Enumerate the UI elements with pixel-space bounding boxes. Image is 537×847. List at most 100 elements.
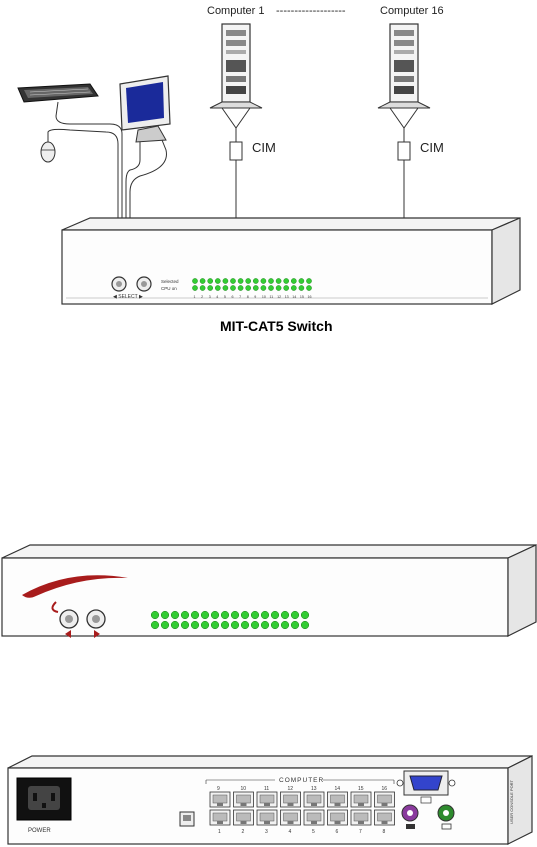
- front-led-r2-3: [208, 285, 213, 290]
- front-led-r1-6: [230, 278, 235, 283]
- front-port-number: 2: [201, 295, 203, 299]
- kvm-switch-front-view: [62, 218, 520, 304]
- computer-port-number-bottom: 8: [383, 829, 386, 835]
- computer-16-label: Computer 16: [380, 5, 444, 17]
- computer-port-number-top: 10: [241, 786, 247, 792]
- computer-port-number-top: 9: [217, 786, 220, 792]
- front-port-number: 7: [239, 295, 241, 299]
- front-port-number: 6: [232, 295, 234, 299]
- computer-port-r2-1: [210, 810, 230, 825]
- panel-led-r2-11: [251, 621, 259, 629]
- front-led-r1-1: [192, 278, 197, 283]
- front-led-r2-11: [268, 285, 273, 290]
- computer-port-r1-8: [375, 792, 395, 807]
- panel-led-r2-4: [181, 621, 189, 629]
- front-led-r1-2: [200, 278, 205, 283]
- front-port-number: 14: [292, 295, 296, 299]
- computer-16-tower-icon: [378, 24, 430, 142]
- computer-1-label: Computer 1: [207, 5, 264, 17]
- panel-select-right-inner: [92, 615, 100, 623]
- panel-led-r1-11: [251, 611, 259, 619]
- computer-port-r1-7: [351, 792, 371, 807]
- front-led-r2-12: [276, 285, 281, 290]
- computer-port-number-top: 14: [335, 786, 341, 792]
- kvm-switch-front-panel: [2, 545, 536, 636]
- front-port-number: 15: [300, 295, 304, 299]
- front-led-r1-16: [306, 278, 311, 283]
- monitor-icon: [120, 76, 170, 142]
- front-port-number: 11: [270, 295, 274, 299]
- computer-port-r2-2: [234, 810, 254, 825]
- cim-1-label: CIM: [252, 140, 276, 155]
- computer-header-label: COMPUTER: [279, 777, 324, 784]
- panel-led-r2-2: [161, 621, 169, 629]
- front-led-r2-16: [306, 285, 311, 290]
- computer-port-number-bottom: 2: [242, 829, 245, 835]
- front-led-r2-15: [299, 285, 304, 290]
- panel-led-r1-7: [211, 611, 219, 619]
- panel-led-r2-8: [221, 621, 229, 629]
- panel-led-r2-9: [231, 621, 239, 629]
- switch-title: MIT-CAT5 Switch: [220, 318, 333, 334]
- panel-led-r2-5: [191, 621, 199, 629]
- front-port-number: 9: [254, 295, 256, 299]
- cim-16-label: CIM: [420, 140, 444, 155]
- front-led-r1-12: [276, 278, 281, 283]
- computer-port-number-bottom: 6: [336, 829, 339, 835]
- front-port-number: 3: [209, 295, 211, 299]
- front-led-r2-8: [246, 285, 251, 290]
- front-led-r2-14: [291, 285, 296, 290]
- front-led-r2-7: [238, 285, 243, 290]
- front-led-r1-7: [238, 278, 243, 283]
- computer-port-r2-4: [281, 810, 301, 825]
- front-led-r1-3: [208, 278, 213, 283]
- front-port-number: 16: [308, 295, 312, 299]
- front-led-r1-15: [299, 278, 304, 283]
- front-select-left-inner: [116, 281, 122, 287]
- front-port-number: 13: [285, 295, 289, 299]
- power-label: POWER: [28, 828, 51, 834]
- rear-side-label: USER CONSOLE PORT: [509, 780, 514, 824]
- panel-led-r1-8: [221, 611, 229, 619]
- panel-led-r1-9: [231, 611, 239, 619]
- computer-port-number-bottom: 3: [265, 829, 268, 835]
- front-led-r2-9: [253, 285, 258, 290]
- computer-port-r2-7: [351, 810, 371, 825]
- computer-port-r2-3: [257, 810, 277, 825]
- computer-port-r1-1: [210, 792, 230, 807]
- panel-led-r2-15: [291, 621, 299, 629]
- panel-led-r2-7: [211, 621, 219, 629]
- keyboard-icon: [18, 84, 98, 102]
- indicator-label-cpu-on: CPU on: [161, 286, 177, 291]
- panel-led-r1-14: [281, 611, 289, 619]
- front-led-r1-9: [253, 278, 258, 283]
- front-led-r2-4: [215, 285, 220, 290]
- computer-port-number-top: 16: [382, 786, 388, 792]
- panel-led-r2-12: [261, 621, 269, 629]
- network-port-icon: [180, 812, 194, 826]
- panel-led-r2-14: [281, 621, 289, 629]
- panel-led-r1-3: [171, 611, 179, 619]
- computer-port-number-bottom: 4: [289, 829, 292, 835]
- panel-led-r1-12: [261, 611, 269, 619]
- panel-led-r1-16: [301, 611, 309, 619]
- computer-port-r1-3: [257, 792, 277, 807]
- panel-led-r1-4: [181, 611, 189, 619]
- cim-16-icon: [398, 142, 410, 218]
- computer-port-r1-2: [234, 792, 254, 807]
- panel-led-r2-10: [241, 621, 249, 629]
- computer-port-r1-4: [281, 792, 301, 807]
- front-led-r1-14: [291, 278, 296, 283]
- computer-port-r1-6: [328, 792, 348, 807]
- front-led-r1-8: [246, 278, 251, 283]
- computer-port-r2-5: [304, 810, 324, 825]
- computer-port-number-bottom: 5: [312, 829, 315, 835]
- panel-led-r2-3: [171, 621, 179, 629]
- computer-port-r2-8: [375, 810, 395, 825]
- computer-port-number-top: 12: [288, 786, 294, 792]
- front-led-r2-5: [223, 285, 228, 290]
- front-select-label: ◀ SELECT ▶: [113, 294, 143, 300]
- computer-port-number-top: 15: [358, 786, 364, 792]
- front-select-right-inner: [141, 281, 147, 287]
